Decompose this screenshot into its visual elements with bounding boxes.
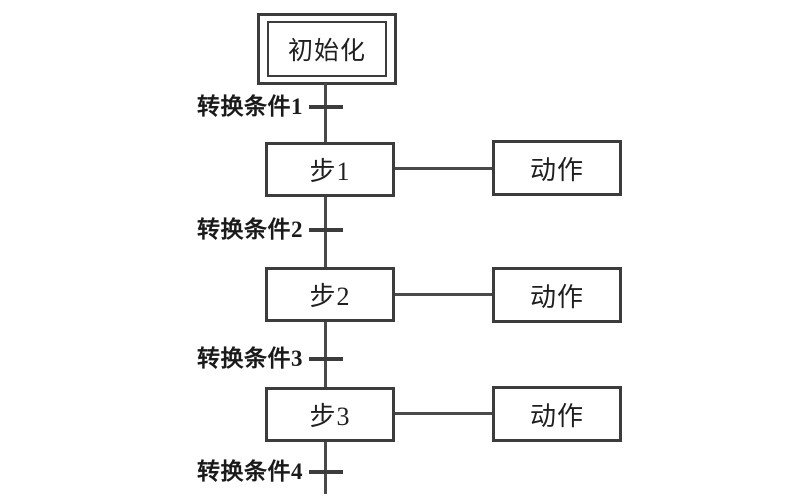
transition-bar-4 [309, 470, 343, 474]
transition-label-4: 转换条件4 [197, 459, 303, 484]
action-connector-2 [395, 293, 492, 296]
transition-label-2: 转换条件2 [197, 217, 303, 242]
transition-bar-1 [309, 105, 343, 109]
initial-step-inner-box: 初始化 [267, 21, 387, 77]
trunk-line-segment-2 [324, 197, 327, 267]
action-label-3: 动作 [529, 401, 584, 431]
transition-label-1: 转换条件1 [197, 94, 303, 119]
step-box-2: 步2 [265, 267, 395, 322]
action-box-1: 动作 [492, 140, 622, 196]
step-box-3: 步3 [265, 387, 395, 442]
action-label-1: 动作 [529, 155, 584, 185]
step-box-1: 步1 [265, 142, 395, 197]
initial-step-label: 初始化 [287, 38, 366, 65]
initial-step-box: 初始化 [257, 13, 397, 85]
step-label-1: 步1 [309, 157, 351, 186]
transition-bar-2 [309, 228, 343, 232]
action-connector-3 [395, 412, 492, 415]
action-box-2: 动作 [492, 267, 622, 323]
trunk-line-segment-3 [324, 322, 327, 387]
action-box-3: 动作 [492, 386, 622, 442]
step-label-2: 步2 [309, 282, 351, 311]
action-connector-1 [395, 167, 492, 170]
transition-bar-3 [309, 357, 343, 361]
step-label-3: 步3 [309, 402, 351, 431]
trunk-line-segment-1 [324, 83, 327, 143]
trunk-line-segment-4 [324, 442, 327, 494]
transition-label-3: 转换条件3 [197, 346, 303, 371]
action-label-2: 动作 [529, 282, 584, 312]
